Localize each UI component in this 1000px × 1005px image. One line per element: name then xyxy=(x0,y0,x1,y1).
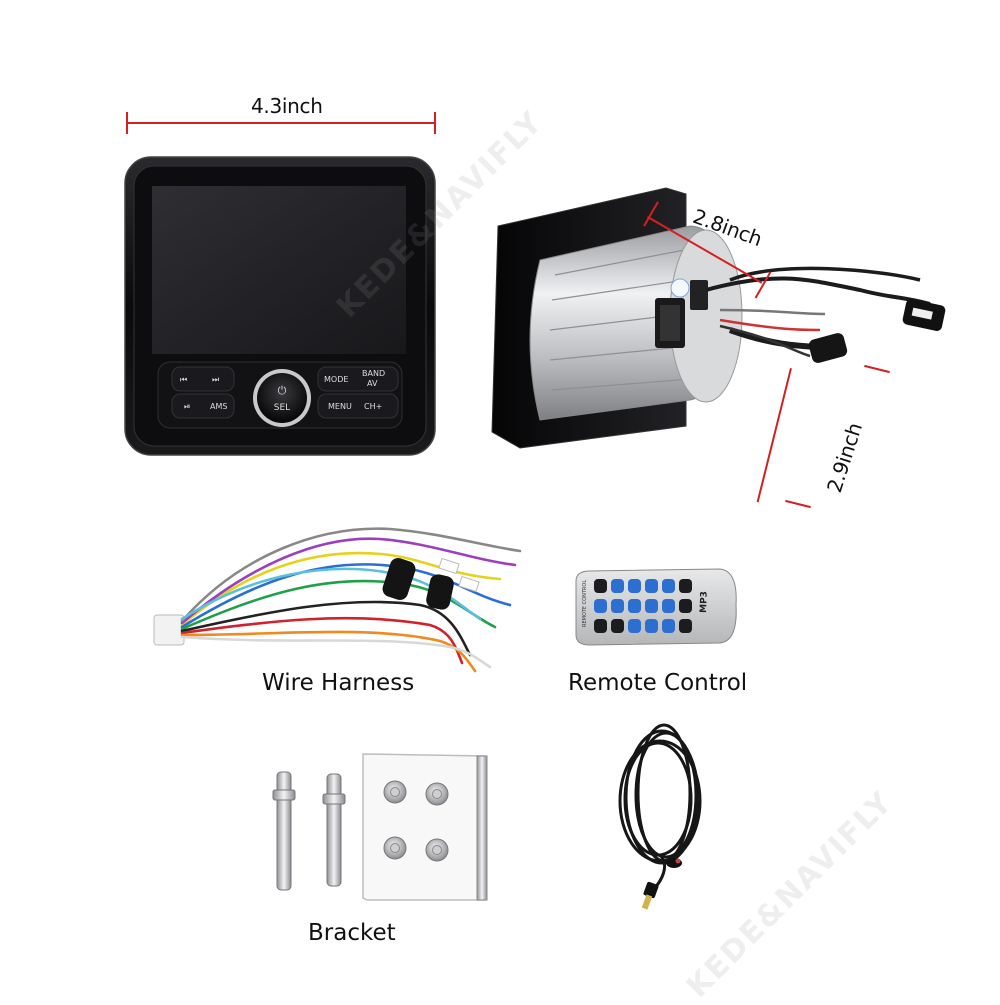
remote-button[interactable] xyxy=(662,579,675,593)
mp3-badge: MP3 xyxy=(699,591,710,613)
ch-button[interactable]: CH+ xyxy=(364,402,382,411)
bracket-kit xyxy=(255,750,500,910)
remote-button[interactable] xyxy=(628,579,641,593)
remote-button[interactable] xyxy=(645,579,658,593)
width-dimension-label: 4.3inch xyxy=(251,94,323,118)
remote-button[interactable] xyxy=(662,599,675,613)
remote-control: REMOTE CONTROL MP3 xyxy=(570,565,740,650)
remote-button[interactable] xyxy=(594,619,607,633)
remote-button[interactable] xyxy=(628,619,641,633)
remote-button[interactable] xyxy=(594,579,607,593)
height-dimension-tick-bottom xyxy=(785,499,811,509)
wire-harness xyxy=(150,515,530,675)
width-dimension-tick-right xyxy=(434,112,436,134)
menu-button[interactable]: MENU xyxy=(328,402,352,411)
aux-cable xyxy=(610,715,720,915)
remote-side-text: REMOTE CONTROL xyxy=(582,580,588,627)
remote-control-caption: Remote Control xyxy=(568,670,748,696)
remote-button[interactable] xyxy=(679,579,692,593)
remote-button[interactable] xyxy=(611,599,624,613)
play-pause-button[interactable]: ⏯ xyxy=(184,402,190,411)
mode-button[interactable]: MODE xyxy=(324,375,348,384)
bracket-kit-drawing xyxy=(272,753,488,901)
power-icon: ⏻ xyxy=(278,384,287,397)
remote-button[interactable] xyxy=(645,619,658,633)
head-unit-front: ⏮ ⏭ ⏯ AMS ⏻ SEL MODE BAND AV MENU CH+ xyxy=(124,156,436,456)
remote-button[interactable] xyxy=(628,599,641,613)
remote-button-grid[interactable] xyxy=(594,579,692,633)
remote-button[interactable] xyxy=(662,619,675,633)
head-unit-front-drawing: ⏮ ⏭ ⏯ AMS ⏻ SEL MODE BAND AV MENU CH+ xyxy=(124,156,436,456)
remote-button[interactable] xyxy=(679,619,692,633)
remote-button[interactable] xyxy=(611,619,624,633)
aux-cable-drawing xyxy=(618,723,702,910)
prev-button[interactable]: ⏮ xyxy=(180,375,187,384)
head-unit-side xyxy=(480,180,1000,480)
next-button[interactable]: ⏭ xyxy=(212,375,219,384)
ams-button[interactable]: AMS xyxy=(210,402,227,411)
sel-knob[interactable]: SEL xyxy=(274,403,290,413)
remote-button[interactable] xyxy=(679,599,692,613)
head-unit-side-drawing xyxy=(491,187,946,449)
av-button[interactable]: AV xyxy=(367,379,378,388)
remote-button[interactable] xyxy=(594,599,607,613)
remote-button[interactable] xyxy=(645,599,658,613)
remote-control-drawing: REMOTE CONTROL MP3 xyxy=(575,568,737,646)
remote-button[interactable] xyxy=(611,579,624,593)
bracket-caption: Bracket xyxy=(308,920,396,946)
wire-harness-drawing xyxy=(153,527,522,673)
wire-harness-caption: Wire Harness xyxy=(262,670,415,696)
width-dimension-line xyxy=(126,122,436,124)
band-button[interactable]: BAND xyxy=(362,369,385,378)
width-dimension-tick-left xyxy=(126,112,128,134)
